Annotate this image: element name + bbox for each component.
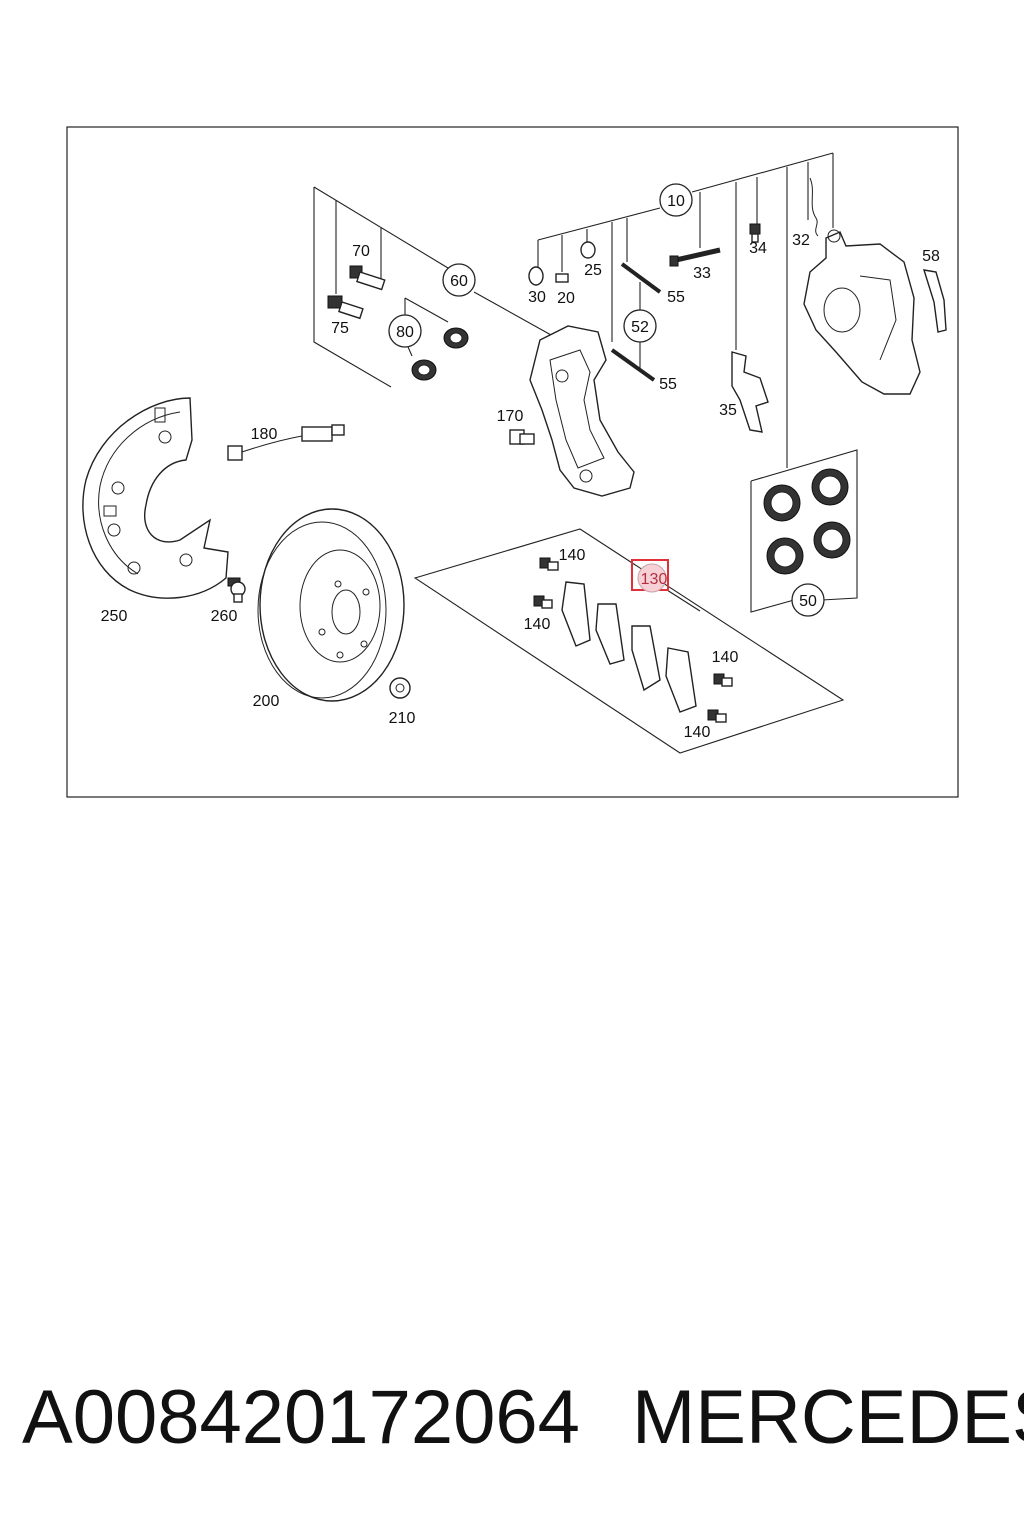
bolt-170-part [509,429,535,445]
callout-50: 50 [791,583,825,617]
label-25: 25 [584,262,602,279]
callout-130-highlighted[interactable]: 130 [631,559,669,593]
callout-10: 10 [659,183,693,217]
wire-32-part [809,177,819,237]
wear-sensor-part [227,424,345,461]
caliper-carrier-part [529,325,635,497]
callout-80: 80 [388,314,422,348]
bolt-70-part [349,265,386,291]
seal-kit-50-part [763,468,851,575]
bolt-140-top-left-part [539,557,559,571]
cap-30-part [528,266,544,286]
brake-rotor-part [257,508,405,702]
label-250: 250 [101,608,128,625]
bolt-140-bottom-right-part [707,709,727,723]
pin-33-part [669,247,721,267]
label-200: 200 [253,693,280,710]
label-180: 180 [251,426,278,443]
svg-text:60: 60 [450,273,468,290]
guide-pin-55-upper-part [620,262,662,294]
diagram-frame [66,126,959,798]
label-75: 75 [331,320,349,337]
clip-58-part [922,269,947,333]
brake-pad-set-part [561,581,697,713]
callout-52: 52 [623,309,657,343]
label-140-bottom-right: 140 [684,724,711,741]
callout-60: 60 [442,263,476,297]
svg-text:50: 50 [799,593,817,610]
label-260: 260 [211,608,238,625]
spring-35-part [731,351,769,433]
label-140-bottom-left: 140 [524,616,551,633]
svg-text:80: 80 [396,324,414,341]
brake-assembly-diagram: 10 60 80 52 50 130 20 25 30 32 33 34 35 … [66,126,959,798]
cap-25-part [580,241,596,259]
label-30: 30 [528,289,546,306]
caliper-housing-part [803,229,921,395]
screw-34-part [749,223,761,243]
label-140-top-right: 140 [712,649,739,666]
label-32: 32 [792,232,810,249]
label-34: 34 [749,240,767,257]
label-210: 210 [389,710,416,727]
screw-210-part [389,677,411,699]
bolt-75-part [327,295,364,320]
label-33: 33 [693,265,711,282]
valve-20-part [555,273,569,283]
footer-caption: A008420172064 MERCEDES [0,1374,1024,1474]
dust-shield-part [82,397,229,599]
bushing-60-part [443,327,469,349]
brand-text: MERCEDES [632,1375,1024,1460]
svg-text:52: 52 [631,319,649,336]
bushing-80-part [411,359,437,381]
bolt-140-bottom-left-part [533,595,553,609]
label-140-top-left: 140 [559,547,586,564]
bolt-140-top-right-part [713,673,733,687]
svg-text:130: 130 [641,571,668,588]
label-55-lower: 55 [659,376,677,393]
guide-pin-55-lower-part [610,348,656,382]
label-35: 35 [719,402,737,419]
leader-lines [313,152,858,754]
label-20: 20 [557,290,575,307]
label-70: 70 [352,243,370,260]
label-55-upper: 55 [667,289,685,306]
label-170: 170 [497,408,524,425]
part-number-text: A008420172064 [22,1375,580,1460]
label-58: 58 [922,248,940,265]
svg-text:10: 10 [667,193,685,210]
bolt-260-part [227,577,246,603]
